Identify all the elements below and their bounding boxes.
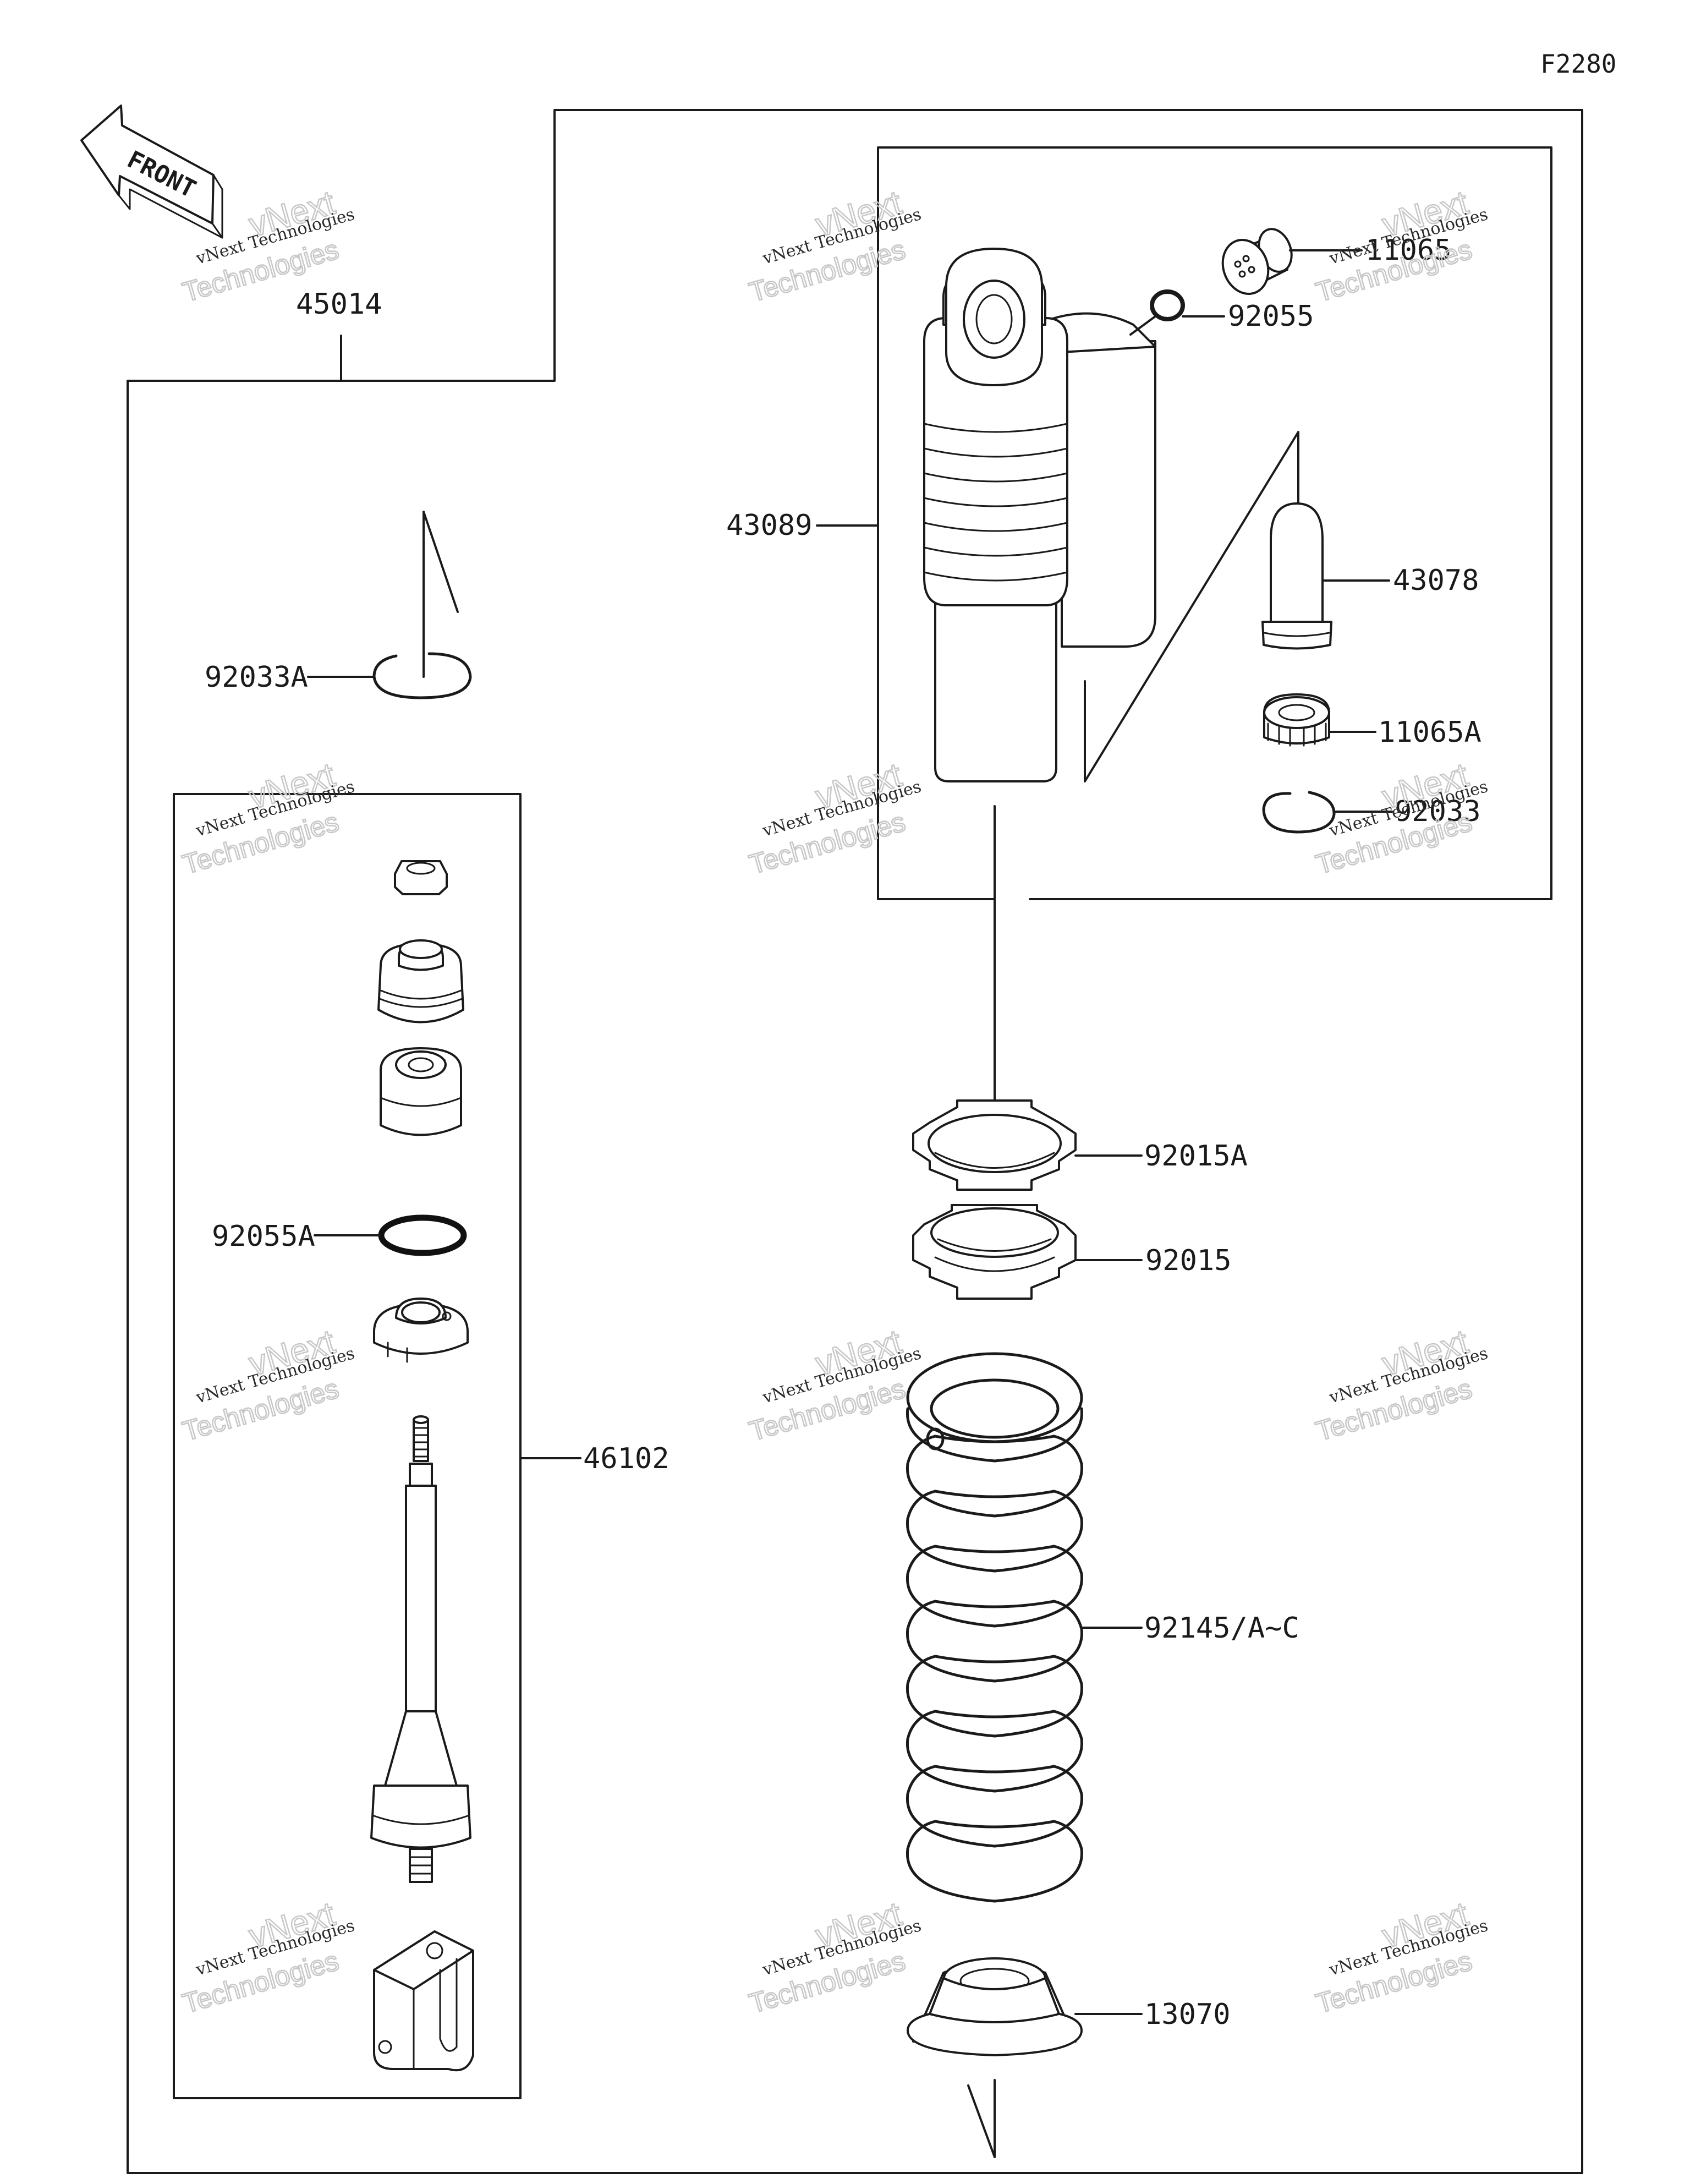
callout-11065: 11065	[1365, 234, 1452, 267]
o-ring-92055	[1150, 289, 1185, 321]
lock-nut-92015	[912, 1204, 1077, 1300]
callout-92145: 92145/A~C	[1144, 1612, 1299, 1645]
callout-92015: 92015	[1145, 1244, 1232, 1277]
callout-13070: 13070	[1144, 1998, 1231, 2031]
callout-43089: 43089	[726, 509, 813, 542]
circlip-92033A	[372, 652, 472, 699]
callout-46102: 46102	[583, 1442, 670, 1475]
front-arrow-icon: FRONT	[80, 105, 223, 239]
valve-11065	[1221, 228, 1293, 295]
callout-92033: 92033	[1395, 795, 1481, 828]
rod-bushing	[377, 939, 464, 1023]
callout-92055A: 92055A	[212, 1220, 315, 1253]
bladder-43078	[1261, 502, 1332, 650]
clevis	[373, 1930, 474, 2072]
callout-11065A: 11065A	[1378, 716, 1482, 749]
diagram-code: F2280	[1540, 49, 1616, 79]
assembly-outline-46102	[173, 793, 522, 2099]
piston-rod	[370, 1415, 471, 1883]
assembly-outline-45014	[127, 109, 1583, 2174]
nut	[394, 860, 448, 895]
rod-guide	[380, 1047, 462, 1136]
spring-seat-92015A	[912, 1099, 1077, 1191]
piston	[373, 1298, 469, 1363]
callout-43078: 43078	[1393, 564, 1479, 597]
o-ring-92055A	[378, 1214, 467, 1256]
shock-body	[923, 248, 1156, 782]
circlip-92033	[1262, 791, 1336, 834]
callout-92033A: 92033A	[205, 661, 308, 694]
callout-45014: 45014	[296, 288, 382, 321]
callout-92055: 92055	[1228, 300, 1314, 333]
coil-spring-92145	[906, 1352, 1083, 1903]
assembly-outline-43089	[877, 146, 1552, 900]
spring-guide-13070	[907, 1957, 1083, 2056]
watermark: vNext Technologies vNext Technologies vN…	[178, 183, 1490, 2020]
callout-92015A: 92015A	[1144, 1140, 1248, 1173]
cap-11065A	[1263, 693, 1330, 747]
